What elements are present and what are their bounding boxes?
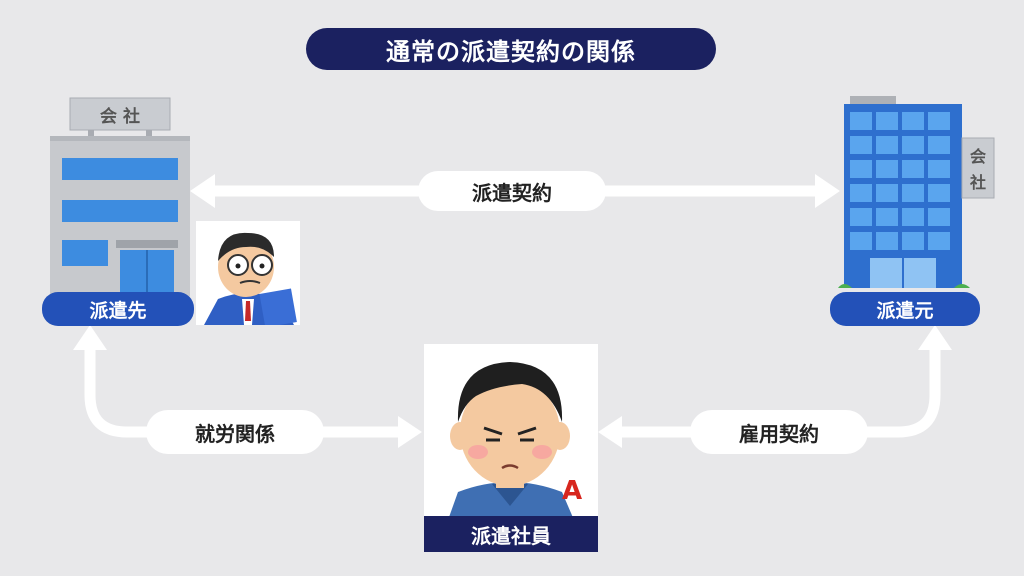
employment-contract-label: 雇用契約 [690,410,868,454]
worker-person-icon [448,362,574,520]
agency-company-sign: 会 社 [962,140,994,200]
work-relation-arrow [73,325,422,448]
manager-person-icon [196,221,300,325]
office-building-icon [50,97,190,296]
agency-sign-top: 会 [969,147,986,166]
client-company-sign: 会 社 [100,106,140,127]
agency-sign-bottom: 社 [969,173,986,192]
tower-building-icon [838,96,995,288]
employment-contract-arrow [598,325,952,448]
dispatch-contract-label: 派遣契約 [418,171,606,211]
diagram-title: 通常の派遣契約の関係 [306,28,716,70]
work-relation-label: 就労関係 [146,410,324,454]
worker-badge: A [562,476,583,506]
client-label: 派遣先 [42,292,194,326]
worker-label: 派遣社員 [424,516,598,552]
agency-label: 派遣元 [830,292,980,326]
